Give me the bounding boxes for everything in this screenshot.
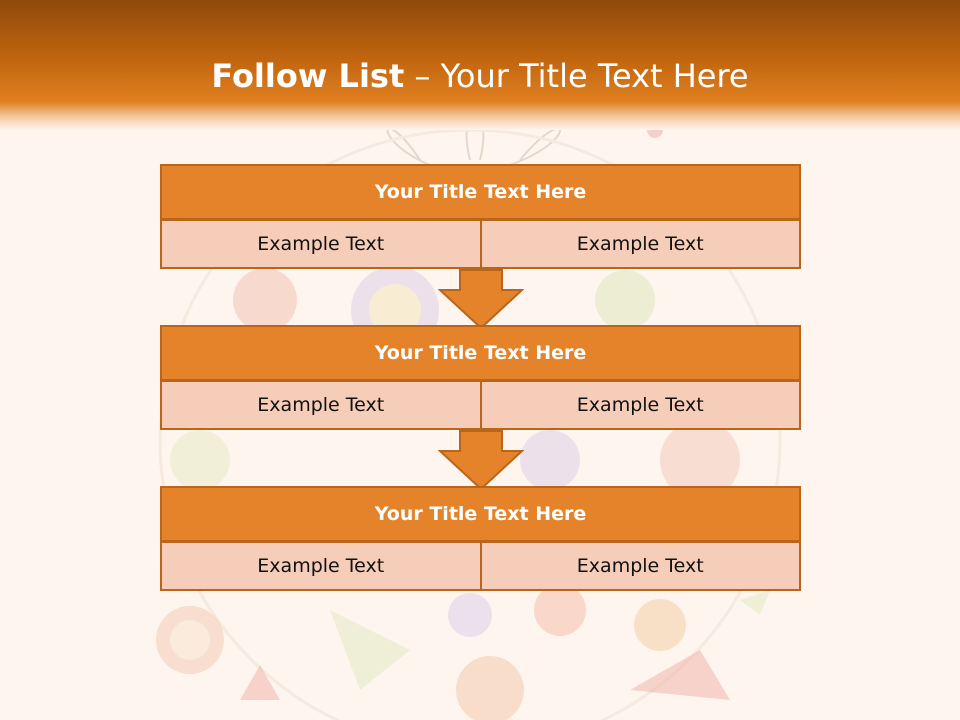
follow-list-block-1: Your Title Text Here Example Text Exampl…: [160, 164, 801, 269]
block-title[interactable]: Your Title Text Here: [160, 486, 801, 542]
block-row: Example Text Example Text: [160, 541, 801, 591]
block-cell-left[interactable]: Example Text: [160, 219, 482, 269]
follow-list-block-3: Your Title Text Here Example Text Exampl…: [160, 486, 801, 591]
block-title[interactable]: Your Title Text Here: [160, 164, 801, 220]
block-title[interactable]: Your Title Text Here: [160, 325, 801, 381]
block-row: Example Text Example Text: [160, 219, 801, 269]
block-cell-right[interactable]: Example Text: [479, 541, 801, 591]
slide-title-bold: Follow List: [211, 57, 405, 95]
down-arrow-icon: [438, 269, 524, 330]
down-arrow-icon: [438, 430, 524, 491]
block-cell-left[interactable]: Example Text: [160, 541, 482, 591]
block-cell-right[interactable]: Example Text: [479, 219, 801, 269]
block-cell-left[interactable]: Example Text: [160, 380, 482, 430]
follow-list-block-2: Your Title Text Here Example Text Exampl…: [160, 325, 801, 430]
slide-header-band: [0, 0, 960, 130]
block-row: Example Text Example Text: [160, 380, 801, 430]
slide-title-rest: – Your Title Text Here: [404, 57, 749, 95]
block-cell-right[interactable]: Example Text: [479, 380, 801, 430]
slide-title: Follow List – Your Title Text Here: [0, 52, 960, 100]
